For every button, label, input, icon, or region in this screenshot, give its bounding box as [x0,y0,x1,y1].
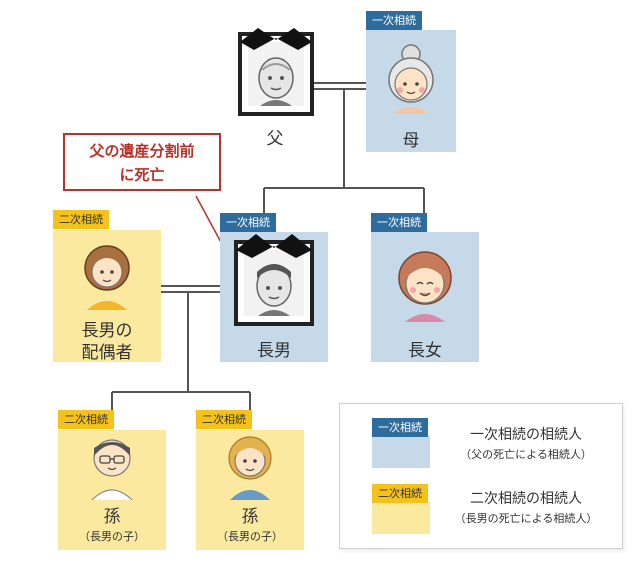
eldest-son-tag: 一次相続 [220,213,276,232]
eldest-daughter-tag: 一次相続 [371,213,427,232]
mother-card: 母 [366,30,456,152]
legend-secondary-title: 二次相続の相続人 [470,491,582,507]
legend-primary-title: 一次相続の相続人 [470,427,582,443]
father-memorial-portrait [238,28,314,116]
eldest-son-name: 長男 [257,341,291,361]
grandchild2-avatar [228,436,272,500]
eldest-daughter-card: 長女 [371,232,479,362]
grandchild1-name: 孫 [103,507,121,527]
eldest-daughter-avatar [398,251,452,322]
legend-primary-note: （父の死亡による相続人） [460,448,592,461]
father-node: 父 [232,28,318,160]
spouse-name-line2: 配偶者 [81,343,133,363]
legend-primary-swatch [372,436,430,468]
legend-secondary-swatch [372,502,430,534]
grandchild1-card: 孫 （長男の子） [58,430,166,550]
grandchild2-tag: 二次相続 [196,410,252,429]
eldest-son-memorial-portrait [234,234,314,326]
legend-box: 一次相続 一次相続の相続人 （父の死亡による相続人） 二次相続 二次相続の相続人… [339,403,623,549]
mother-tag: 一次相続 [366,11,422,30]
grandchild2-sub: （長男の子） [217,530,283,543]
callout-box: 父の遺産分割前 に死亡 [63,133,221,191]
spouse-tag: 二次相続 [53,210,109,229]
grandchild1-avatar [91,439,133,500]
grandchild2-name: 孫 [241,507,259,527]
legend-primary-tag: 一次相続 [372,418,428,437]
spouse-avatar [84,245,130,310]
spouse-name-line1: 長男の [81,321,133,341]
grandchild1-sub: （長男の子） [79,530,145,543]
grandchild2-card: 孫 （長男の子） [196,430,304,550]
legend-secondary-tag: 二次相続 [372,484,428,503]
father-name: 父 [266,129,284,149]
spouse-card: 長男の 配偶者 [53,230,161,363]
mother-avatar [388,44,434,114]
grandchild1-tag: 二次相続 [58,410,114,429]
callout-line1: 父の遺産分割前 [89,142,195,160]
callout-line2: に死亡 [119,166,165,184]
eldest-son-card: 長男 [220,232,328,362]
legend-secondary-note: （長男の死亡による相続人） [454,512,598,525]
eldest-daughter-name: 長女 [408,341,442,361]
mother-name: 母 [402,131,420,151]
